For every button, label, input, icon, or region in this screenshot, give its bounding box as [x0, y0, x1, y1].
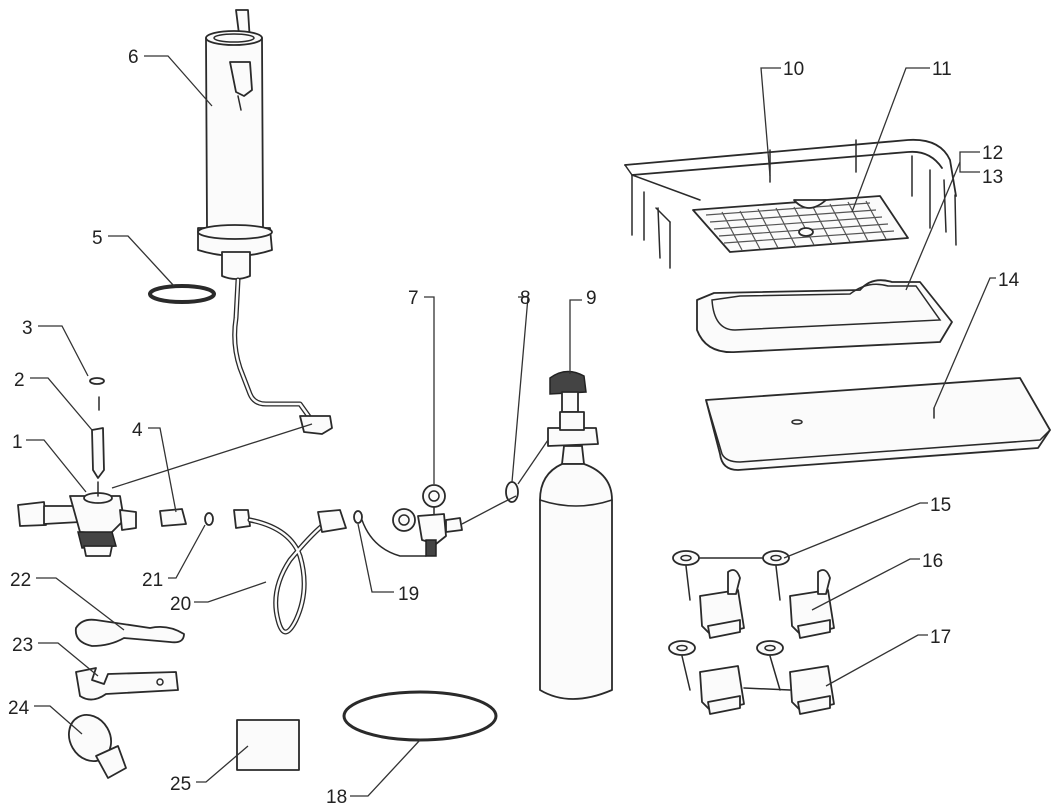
- callout-25: 25: [170, 774, 191, 795]
- callout-12: 12: [982, 143, 1003, 164]
- part-spanner: [75, 667, 179, 701]
- part-key-wrench: [74, 618, 185, 647]
- part-co2-regulator: [392, 484, 463, 557]
- part-adapter-washers: [668, 550, 790, 691]
- part-washer-small: [89, 377, 105, 385]
- callout-10: 10: [783, 59, 804, 80]
- callout-21: 21: [142, 570, 163, 591]
- callout-2: 2: [14, 370, 25, 391]
- part-drip-tray: [696, 279, 953, 353]
- callout-17: 17: [930, 627, 951, 648]
- callout-14: 14: [998, 270, 1020, 291]
- part-drip-tray-frame: [624, 138, 957, 269]
- part-beer-tower: [197, 9, 333, 435]
- part-washer-19: [353, 510, 363, 524]
- callout-4: 4: [132, 420, 143, 441]
- part-co2-cylinder: [539, 370, 613, 700]
- part-probe-pin: [91, 427, 105, 479]
- callout-22: 22: [10, 570, 31, 591]
- part-cylinder-washer: [505, 481, 519, 503]
- callout-11: 11: [932, 59, 952, 80]
- callout-18: 18: [326, 787, 347, 808]
- callout-24: 24: [8, 698, 30, 719]
- callout-3: 3: [22, 318, 33, 339]
- callout-8: 8: [520, 288, 531, 309]
- callout-labels: 1 2 3 4 5 6 7 8 9 10 11 12 13 14 15 16 1…: [8, 47, 1020, 808]
- callout-23: 23: [12, 635, 33, 656]
- leader-lines: [26, 55, 996, 797]
- callout-6: 6: [128, 47, 139, 68]
- callout-7: 7: [408, 288, 419, 309]
- part-washer-21: [204, 512, 214, 526]
- part-keg-coupler: [17, 481, 137, 557]
- part-drip-tray-grille: [692, 195, 909, 253]
- part-tailpiece: [159, 508, 187, 527]
- callout-20: 20: [170, 594, 191, 615]
- callout-15: 15: [930, 495, 951, 516]
- callout-5: 5: [92, 228, 103, 249]
- part-beer-hose: [233, 509, 347, 635]
- callout-9: 9: [586, 288, 597, 309]
- part-base-plate: [705, 377, 1051, 471]
- callout-16: 16: [922, 551, 943, 572]
- part-knob-cap: [68, 714, 127, 779]
- callout-19: 19: [398, 584, 419, 605]
- part-instruction-card: [236, 719, 300, 771]
- callout-13: 13: [982, 167, 1003, 188]
- callout-1: 1: [12, 432, 23, 453]
- part-o-ring: [342, 690, 498, 742]
- part-tower-gasket: [148, 284, 216, 304]
- part-faucet-adapters: [699, 569, 835, 715]
